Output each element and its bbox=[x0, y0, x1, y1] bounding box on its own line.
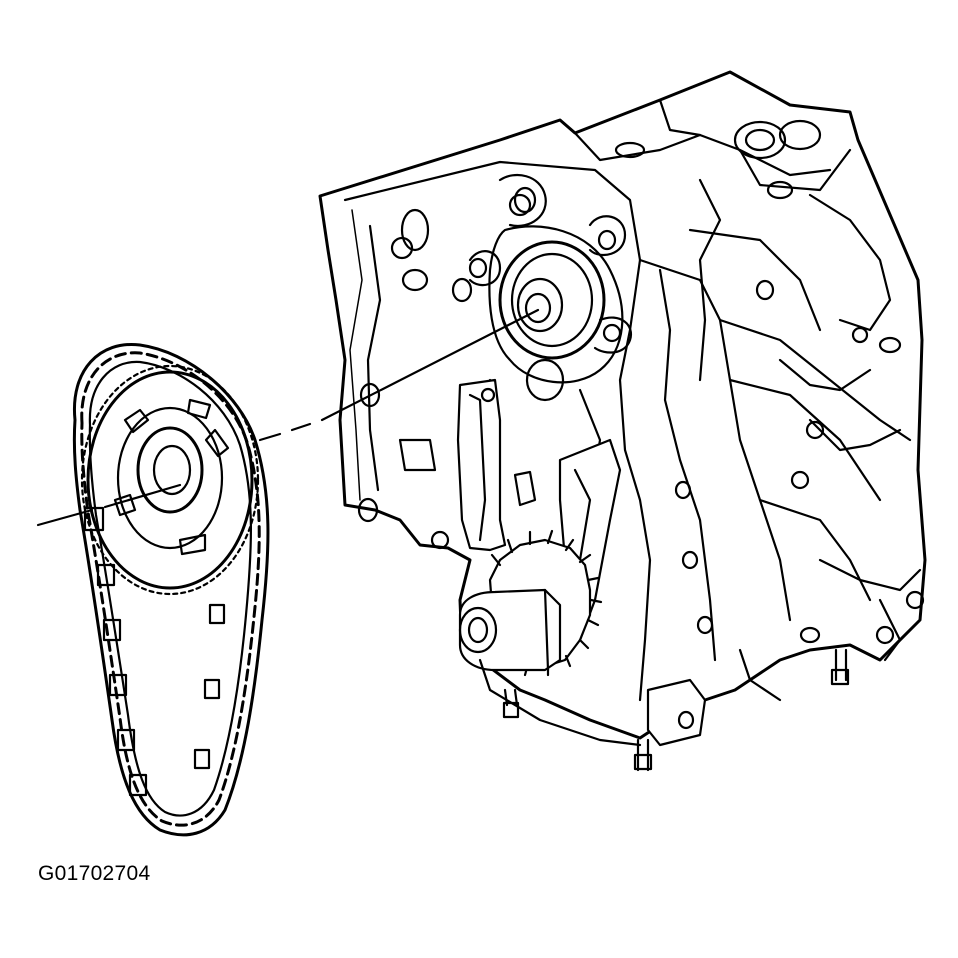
figure-id: G01702704 bbox=[38, 862, 151, 885]
alignment-leader-line bbox=[36, 308, 540, 527]
camshaft-sprocket bbox=[80, 364, 260, 596]
engine-block bbox=[318, 70, 927, 772]
timing-chain bbox=[72, 342, 270, 837]
